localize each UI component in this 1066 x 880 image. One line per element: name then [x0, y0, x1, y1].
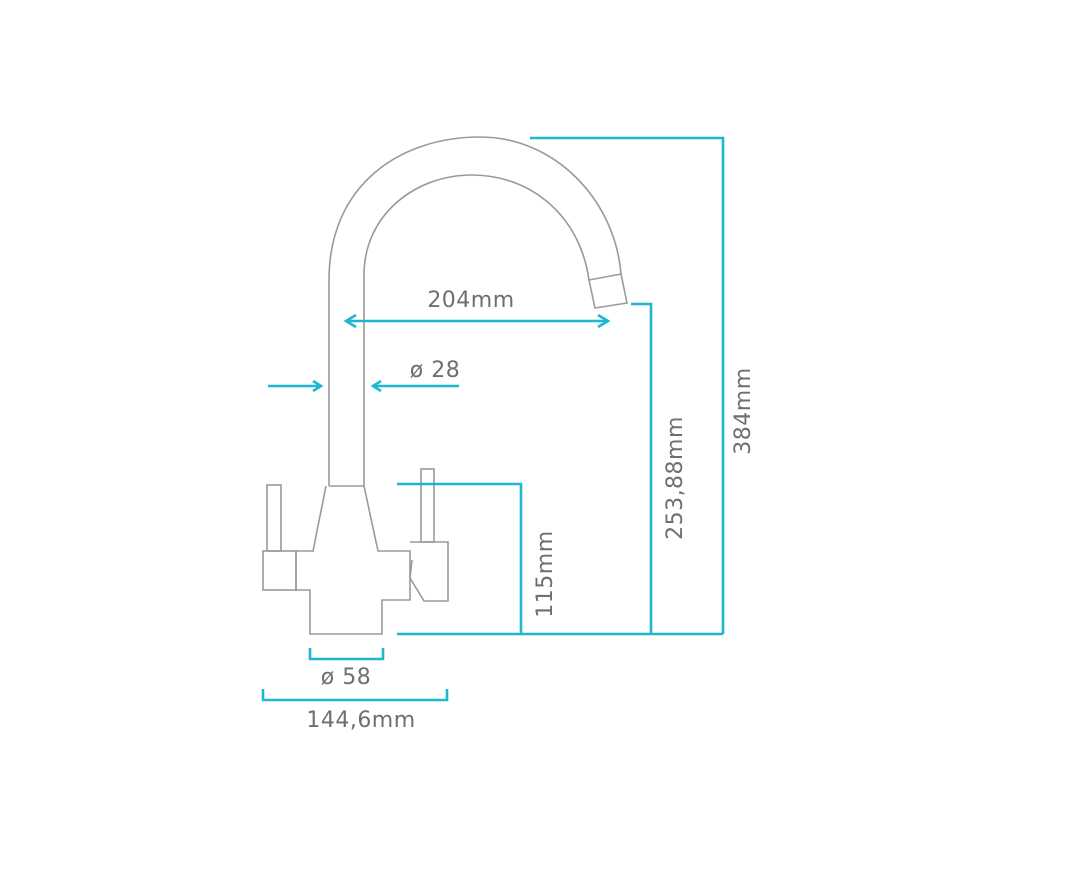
right-lever-edge: [409, 559, 413, 579]
faucet-outline: [262, 136, 628, 635]
spout-diameter-label: ø 28: [410, 358, 460, 383]
spout-aerator: [588, 273, 628, 309]
total-height-label: 384mm: [731, 367, 756, 454]
right-lever-block: [409, 541, 449, 602]
total-width-label: 144,6mm: [306, 708, 415, 733]
spout-outer-edge: [328, 136, 622, 486]
body-neck: [329, 481, 365, 487]
spout-outlet-height-label: 253,88mm: [663, 416, 688, 540]
body-height-dimension: [397, 482, 523, 634]
left-lever-stem: [266, 484, 282, 552]
spout-outlet-height-dimension: [631, 302, 653, 634]
spout-reach-label: 204mm: [427, 288, 514, 313]
base-diameter-label: ø 58: [321, 665, 371, 690]
dimension-labels: 204mm ø 28 115mm 253,88mm 384mm ø 58 144…: [306, 288, 756, 733]
body-height-label: 115mm: [533, 530, 558, 617]
spout-diameter-dimension: [268, 379, 459, 393]
right-lever-stem: [420, 468, 435, 543]
total-width-bracket: [261, 689, 449, 702]
total-height-dimension: [530, 136, 725, 634]
spout-inner-edge: [363, 174, 590, 481]
faucet-body: [295, 485, 411, 635]
spout-reach-dimension: [343, 313, 611, 329]
left-lever-block: [262, 550, 297, 591]
dimension-lines: [261, 136, 725, 702]
base-diameter-bracket: [308, 648, 385, 661]
